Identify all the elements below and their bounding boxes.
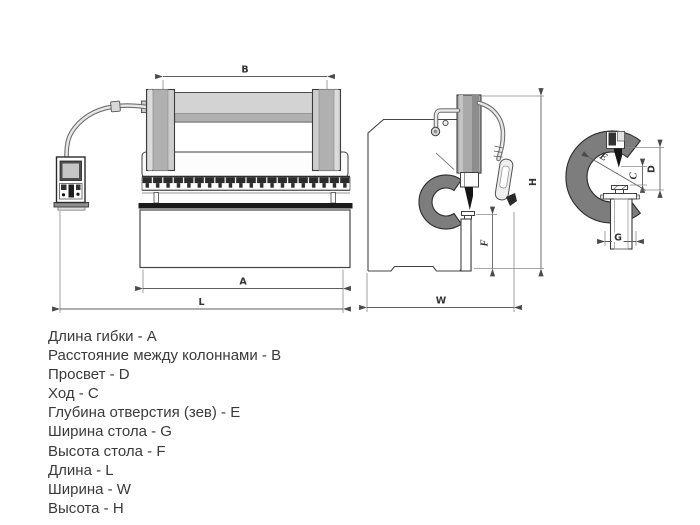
pendant-foot — [57, 206, 86, 211]
stop-post-left — [153, 192, 159, 204]
detail-punch-blade — [613, 148, 622, 168]
dim-G-label-bg — [612, 232, 624, 242]
body-outline-bottom — [368, 233, 472, 272]
hose-holder — [494, 158, 514, 201]
legend-item-height: Высота - H — [48, 499, 124, 517]
pendant-screen — [62, 163, 79, 178]
table-front — [139, 209, 351, 269]
legend-item-width: Ширина - W — [48, 480, 131, 498]
port-bolt — [442, 119, 449, 127]
dim-label-B: B — [241, 65, 248, 76]
pendant-joystick — [68, 184, 74, 198]
pendant-arm — [65, 104, 148, 159]
dim-D: D — [626, 139, 664, 198]
body-outline-top — [367, 118, 458, 271]
dim-label-H: H — [528, 178, 539, 186]
punch-clamp — [460, 172, 479, 188]
detail-die-stem — [615, 189, 624, 194]
dim-label-L: L — [198, 297, 204, 308]
dim-label-G: G — [614, 233, 622, 244]
detail-die-holder — [603, 193, 637, 200]
dim-H: H — [474, 88, 544, 277]
legend-item-throat-depth: Глубина отверстия (зев) - E — [48, 404, 241, 422]
pendant-control — [53, 156, 89, 211]
die-rail — [138, 203, 353, 209]
table-edge — [460, 218, 472, 272]
dim-B: B — [155, 65, 335, 89]
arm-joint — [110, 100, 121, 113]
pedal-hose-outer — [476, 100, 506, 162]
dim-A: A — [135, 269, 351, 293]
dim-L: L — [52, 211, 351, 313]
dim-F: F — [476, 206, 497, 277]
throat-detail-view: E C D G — [565, 130, 664, 250]
throat-c-frame — [418, 174, 463, 230]
ram-column — [456, 94, 482, 174]
dim-label-C: C — [629, 172, 640, 180]
hose-ribs — [493, 145, 503, 158]
pendant-button-right — [76, 184, 81, 190]
right-column — [311, 88, 342, 172]
detail-punch-clamp-plate — [608, 132, 616, 146]
dim-C: C — [621, 158, 647, 193]
legend-item-length: Длина - L — [48, 461, 114, 479]
pedal-hose — [477, 101, 505, 161]
legend-item-column-distance: Расстояние между колоннами - B — [48, 347, 282, 365]
stop-post-right — [330, 192, 336, 204]
legend-item-daylight: Просвет - D — [48, 366, 130, 384]
hydraulic-pipe — [434, 109, 460, 129]
left-column — [145, 88, 176, 172]
legend-item-bending-length: Длина гибки - A — [48, 328, 157, 345]
dim-label-A: A — [239, 277, 247, 288]
dim-label-F: F — [480, 239, 491, 247]
punch-blade — [464, 187, 473, 210]
machine-diagram: B A L — [52, 65, 664, 313]
pendant-knob-left — [61, 193, 66, 197]
dim-G: G — [597, 231, 644, 246]
legend: Длина гибки - A Расстояние между колонна… — [48, 327, 281, 518]
pendant-button-left — [61, 184, 67, 190]
legend-item-table-width: Ширина стола - G — [48, 423, 172, 441]
crossbeam-band — [174, 113, 313, 122]
holder-tip — [506, 193, 517, 206]
pipe-fitting-center — [433, 129, 438, 134]
legend-item-table-height: Высота стола - F — [48, 442, 166, 460]
detail-punch-block — [617, 131, 625, 142]
die — [461, 211, 475, 216]
pendant-arm-outer — [64, 103, 149, 160]
pendant-knob-right — [76, 192, 80, 196]
side-view: H F W — [359, 88, 544, 312]
clamp-bar — [141, 175, 351, 204]
dim-label-D: D — [647, 165, 658, 173]
legend-item-stroke: Ход - C — [48, 385, 99, 403]
throat-notch — [435, 152, 455, 170]
dim-label-W: W — [436, 296, 447, 307]
front-view: B A L — [52, 65, 353, 313]
dim-W: W — [359, 212, 522, 312]
